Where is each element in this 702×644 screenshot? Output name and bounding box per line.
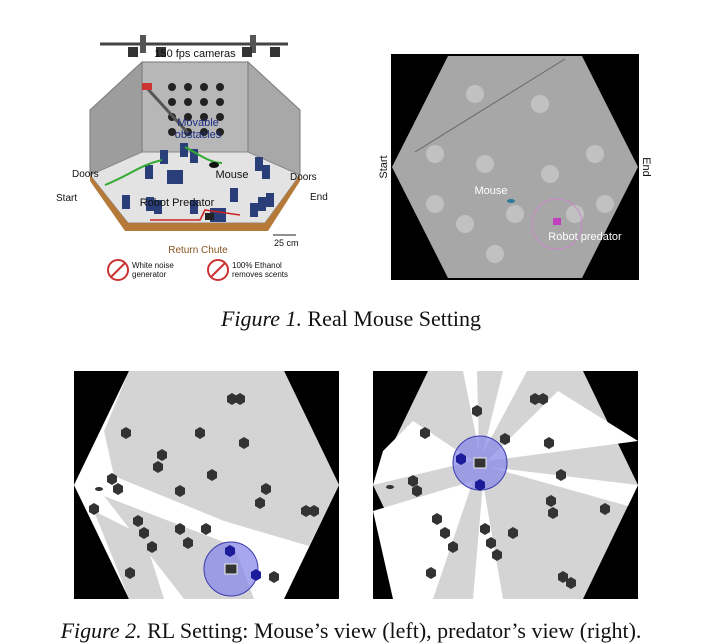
rl-mouse-view xyxy=(74,371,339,599)
cameras-label: 150 fps cameras xyxy=(154,48,236,60)
photo-mouse-label: Mouse xyxy=(474,185,507,197)
figure2-caption-text: RL Setting: Mouse’s view (left), predato… xyxy=(147,618,642,643)
photo-end-label: End xyxy=(640,157,652,177)
predator-robot-right xyxy=(473,457,487,469)
scale-label: 25 cm xyxy=(274,238,299,248)
predator-robot xyxy=(224,563,238,575)
start-label: Start xyxy=(56,193,77,204)
end-label: End xyxy=(310,192,328,203)
legend-ethanol-line1: 100% Ethanol xyxy=(232,261,282,270)
mouse-label: Mouse xyxy=(215,169,248,181)
back-wall-holes xyxy=(168,83,224,136)
real-arena-photo: Start End Mouse Robot predator xyxy=(378,54,652,280)
rl-predator-view xyxy=(373,371,638,599)
real-setup-illustration: 150 fps cameras xyxy=(56,35,328,281)
return-chute-label: Return Chute xyxy=(168,245,228,256)
robot-predator-label: Robot Predator xyxy=(140,197,215,209)
camera-rig xyxy=(100,35,288,57)
figure1-caption-text: Real Mouse Setting xyxy=(307,306,482,331)
mouse-view-obstacles xyxy=(89,393,319,583)
legend-noise-line1: White noise xyxy=(132,261,174,270)
mouse-view-visible-region xyxy=(104,371,339,546)
predator-blocked-hexes-right xyxy=(456,453,485,491)
mouse-agent-right xyxy=(386,485,394,489)
legend-noise-line2: generator xyxy=(132,270,167,279)
figure2-caption-prefix: Figure 2. xyxy=(60,618,142,643)
obstacles-label-line1: Movable xyxy=(177,117,219,129)
photo-obstacles xyxy=(426,85,614,263)
legend-ethanol-line2: removes scents xyxy=(232,270,288,279)
doors-right-label: Doors xyxy=(290,172,317,183)
figure1-caption: Figure 1. Real Mouse Setting xyxy=(0,306,702,332)
predator-blocked-hexes xyxy=(225,545,261,581)
mouse-agent xyxy=(95,487,103,491)
photo-robot-label: Robot predator xyxy=(548,231,622,243)
predator-view-obstacles xyxy=(408,393,610,589)
figure1-caption-prefix: Figure 1. xyxy=(220,306,302,331)
photo-start-label: Start xyxy=(378,155,390,178)
obstacles-label-line2: obstacles xyxy=(175,129,222,141)
figure2-caption: Figure 2. RL Setting: Mouse’s view (left… xyxy=(0,618,702,644)
doors-left-label: Doors xyxy=(72,169,99,180)
